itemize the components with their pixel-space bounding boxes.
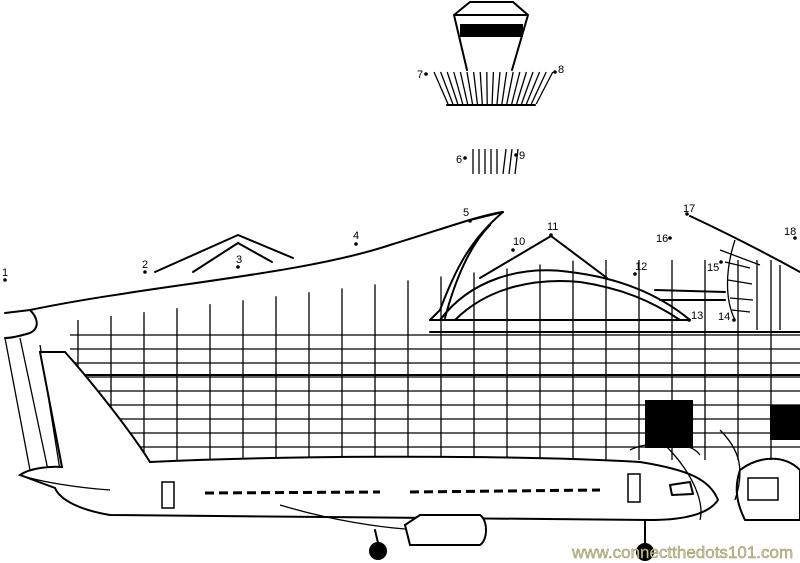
- dot-marker[interactable]: [685, 212, 689, 216]
- dot-marker[interactable]: [468, 219, 472, 223]
- dot-label: 18: [784, 226, 796, 238]
- dot-18[interactable]: 18: [784, 226, 797, 240]
- dot-label: 6: [456, 154, 462, 166]
- dot-label: 14: [718, 311, 730, 323]
- dot-6[interactable]: 6: [456, 154, 467, 166]
- dot-12[interactable]: 12: [633, 261, 647, 276]
- dot-17[interactable]: 17: [683, 203, 695, 216]
- terminal-roof: [4, 211, 800, 339]
- dot-3[interactable]: 3: [236, 254, 242, 269]
- dot-label: 5: [463, 207, 469, 219]
- dot-8[interactable]: 8: [553, 64, 564, 76]
- dot-label: 3: [236, 254, 242, 266]
- dot-marker[interactable]: [354, 242, 358, 246]
- dot-marker[interactable]: [236, 265, 240, 269]
- dot-1[interactable]: 1: [2, 267, 8, 282]
- airplane: [17, 351, 800, 561]
- dot-9[interactable]: 9: [514, 150, 525, 162]
- dot-marker[interactable]: [668, 236, 672, 240]
- dot-marker[interactable]: [514, 153, 518, 157]
- dot-marker[interactable]: [793, 236, 797, 240]
- dot-label: 8: [558, 64, 564, 76]
- dot-16[interactable]: 16: [656, 233, 672, 245]
- dot-label: 12: [635, 261, 647, 273]
- dot-2[interactable]: 2: [142, 259, 148, 274]
- dot-7[interactable]: 7: [417, 69, 428, 81]
- tower-window: [460, 24, 523, 37]
- dot-label: 11: [547, 221, 558, 233]
- dot-label: 1: [2, 267, 8, 279]
- dot-marker[interactable]: [687, 318, 691, 322]
- dot-15[interactable]: 15: [707, 260, 723, 274]
- dot-marker[interactable]: [719, 260, 723, 264]
- dot-label: 16: [656, 233, 668, 245]
- dot-marker[interactable]: [143, 270, 147, 274]
- dot-marker[interactable]: [549, 233, 553, 237]
- dot-label: 7: [417, 69, 423, 81]
- dot-label: 13: [691, 310, 703, 322]
- dot-label: 15: [707, 262, 719, 274]
- dot-marker[interactable]: [633, 272, 637, 276]
- dot-label: 4: [353, 230, 359, 242]
- gate-door: [645, 400, 693, 448]
- dot-10[interactable]: 10: [511, 236, 525, 252]
- gate-door-right: [770, 405, 800, 440]
- dot-marker[interactable]: [424, 72, 428, 76]
- dot-marker[interactable]: [463, 156, 467, 160]
- dot-marker[interactable]: [511, 248, 515, 252]
- dot-marker[interactable]: [3, 278, 7, 282]
- dot-14[interactable]: 14: [718, 311, 736, 323]
- dot-label: 10: [513, 236, 525, 248]
- dot-5[interactable]: 5: [463, 207, 472, 223]
- dot-label: 9: [519, 150, 525, 162]
- dot-13[interactable]: 13: [687, 310, 703, 322]
- dot-label: 2: [142, 259, 148, 271]
- dot-4[interactable]: 4: [353, 230, 359, 246]
- dot-marker[interactable]: [553, 70, 557, 74]
- watermark: www.connectthedots101.com: [571, 543, 793, 562]
- dot-11[interactable]: 11: [547, 221, 558, 237]
- control-tower: [433, 1, 554, 175]
- dot-marker[interactable]: [732, 318, 736, 322]
- dot-label: 17: [683, 203, 695, 215]
